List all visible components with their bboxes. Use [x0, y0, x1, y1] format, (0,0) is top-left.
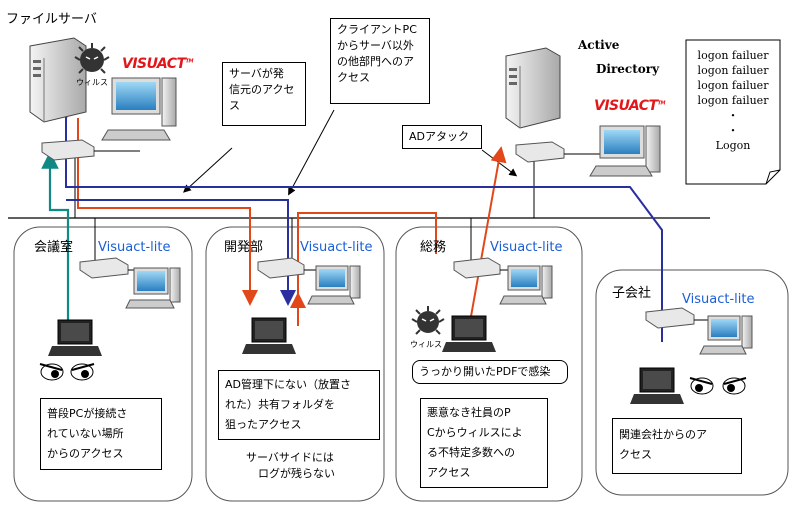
virus-icon-ga [411, 306, 445, 335]
virus-icon-server [74, 43, 110, 74]
visuact-lite-dev: Visuact-lite [300, 240, 373, 255]
note-dev: AD管理下にない（放置された）共有フォルダを狙ったアクセス [218, 370, 380, 440]
visuact-pc-icon-sub [699, 315, 753, 355]
note-dev-caption: サーバサイドにはログが残らない [246, 451, 335, 480]
dept-dev: 開発部 [224, 240, 264, 255]
pc-icon-ga [499, 265, 553, 305]
dept-general-affairs: 総務 [420, 240, 447, 255]
note-subsidiary: 関連会社からのアクセス [612, 418, 742, 474]
visuact-pc-icon-server [101, 77, 177, 141]
ad-title-line2: Directory [596, 62, 660, 76]
file-server-icon [29, 37, 87, 123]
switch-icon-server [41, 139, 140, 161]
callout-arrow-client [288, 109, 335, 196]
eyes-icon-sub [689, 377, 747, 395]
dept-subsidiary: 子会社 [612, 286, 652, 301]
visuact-pc-icon-meeting [125, 267, 181, 309]
switch-icon-sub [645, 307, 712, 329]
note-pdf: うっかり開いたPDFで感染 [412, 360, 568, 384]
pc-icon-dev [307, 265, 361, 305]
log-entries: logon failuer logon failuer logon failue… [697, 49, 769, 152]
visuact-logo-ad: VISUACTTM [594, 98, 666, 114]
dept-meeting-room: 会議室 [34, 240, 74, 255]
switch-icon-dev [257, 257, 318, 279]
visuact-pc-icon-ad [589, 125, 661, 177]
orange-ad-attack-path [469, 146, 507, 323]
laptop-icon-ga [442, 315, 496, 352]
virus-label-server: ウィルス [76, 78, 108, 87]
log-document [685, 39, 781, 185]
virus-label-ga: ウィルス [410, 340, 442, 349]
eyes-icon-meeting [39, 363, 95, 381]
visuact-lite-meeting: Visuact-lite [98, 240, 171, 255]
file-server-title: ファイルサーバ [6, 12, 97, 27]
ad-title-line1: Active [578, 38, 620, 52]
callout-server-origin: サーバが発信元のアクセス [222, 62, 306, 126]
laptop-icon-sub [630, 367, 684, 404]
laptop-icon-dev [242, 317, 296, 354]
ad-server-icon [505, 47, 561, 129]
laptop-icon-meeting [48, 319, 102, 356]
switch-icon-ad [515, 141, 610, 163]
blue-access-path [58, 104, 663, 342]
orange-server-path [77, 118, 258, 306]
visuact-lite-ga: Visuact-lite [490, 240, 563, 255]
note-meeting-room: 普段PCが接続されていない場所からのアクセス [40, 398, 162, 470]
teal-access-path [41, 151, 70, 336]
visuact-logo-server: VISUACTTM [122, 56, 194, 72]
visuact-lite-sub: Visuact-lite [682, 292, 755, 307]
callout-arrow-server [183, 147, 233, 193]
callout-ad-attack: ADアタック [402, 125, 482, 149]
